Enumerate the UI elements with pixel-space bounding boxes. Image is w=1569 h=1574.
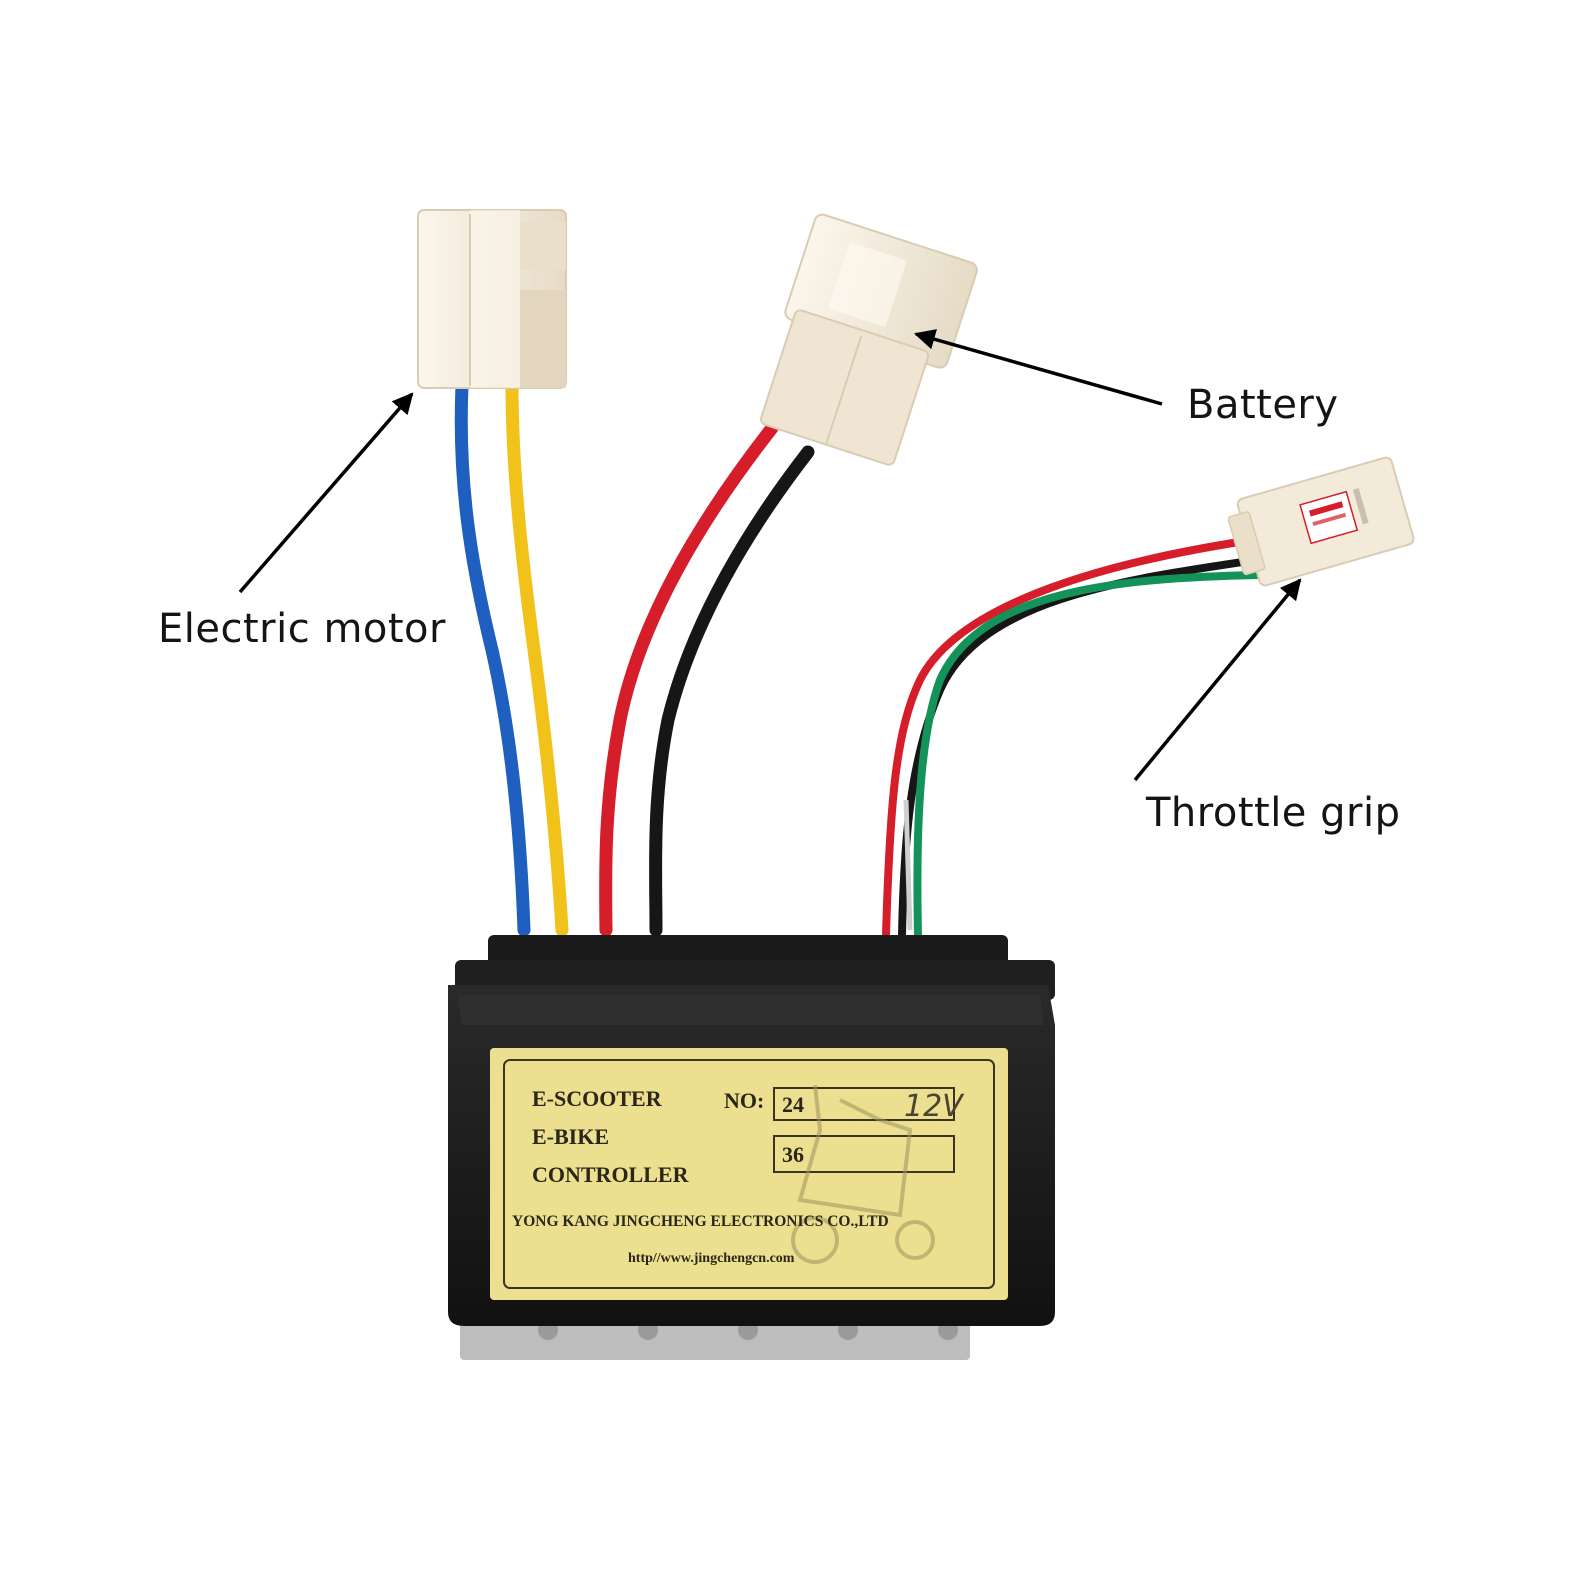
battery-wires xyxy=(599,421,815,937)
controller-label: E-SCOOTER E-BIKE CONTROLLER NO: 24 36 12… xyxy=(490,1048,1008,1300)
motor-wires xyxy=(454,378,569,937)
motor-arrow xyxy=(238,392,414,594)
label-no-value-36: 36 xyxy=(782,1142,804,1167)
label-manufacturer: YONG KANG JINGCHENG ELECTRONICS CO.,LTD xyxy=(512,1213,889,1230)
callout-battery: Battery xyxy=(1187,382,1339,428)
label-line-controller: CONTROLLER xyxy=(532,1162,690,1187)
red-wire xyxy=(599,421,779,937)
label-no-value-24: 24 xyxy=(782,1092,804,1117)
motor-connector xyxy=(417,209,567,389)
scooter-watermark xyxy=(791,1084,935,1264)
battery-connector xyxy=(759,213,978,466)
label-handwritten-voltage: 12V xyxy=(904,1089,965,1124)
callout-arrows xyxy=(238,329,1302,782)
callout-throttle-grip: Throttle grip xyxy=(1146,790,1401,836)
battery-arrow xyxy=(913,329,1163,406)
label-website: http//www.jingchengcn.com xyxy=(628,1251,795,1266)
label-line-ebike: E-BIKE xyxy=(532,1124,609,1149)
yellow-wire xyxy=(505,378,569,937)
label-no-caption: NO: xyxy=(724,1088,764,1113)
throttle-wires xyxy=(882,536,1262,939)
label-line-escooter: E-SCOOTER xyxy=(532,1086,663,1111)
black-wire xyxy=(649,445,815,937)
throttle-arrow xyxy=(1133,578,1302,782)
throttle-connector xyxy=(1227,456,1415,587)
callout-electric-motor: Electric motor xyxy=(158,606,446,652)
blue-wire xyxy=(454,378,531,937)
